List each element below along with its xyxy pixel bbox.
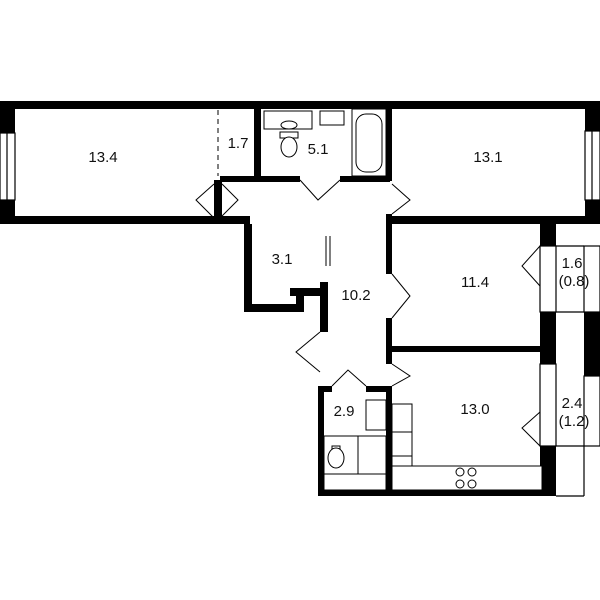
room-labels: 13.4 1.7 5.1 13.1 3.1 10.2 11.4 1.6 (0.8…	[88, 135, 589, 430]
room-balcony-upper-sub: (0.8)	[559, 273, 590, 290]
fixtures	[263, 108, 543, 491]
walls	[0, 101, 600, 496]
room-hallway-area: 10.2	[341, 287, 370, 304]
room-balcony-lower-sub: (1.2)	[559, 413, 590, 430]
room-bathroom-area: 5.1	[308, 141, 329, 158]
room-kitchen-area: 13.0	[460, 401, 489, 418]
room-closet-area: 3.1	[272, 251, 293, 268]
room-balcony-lower-area: 2.4	[562, 395, 583, 412]
room-living-left-area: 13.4	[88, 149, 117, 166]
room-bedroom-mid-area: 11.4	[461, 274, 489, 291]
windows	[0, 130, 600, 497]
doors	[195, 110, 541, 447]
room-storage-left-area: 1.7	[228, 135, 249, 152]
room-wc-area: 2.9	[334, 403, 355, 420]
room-balcony-upper-area: 1.6	[562, 255, 583, 272]
room-bedroom-right-area: 13.1	[473, 149, 502, 166]
